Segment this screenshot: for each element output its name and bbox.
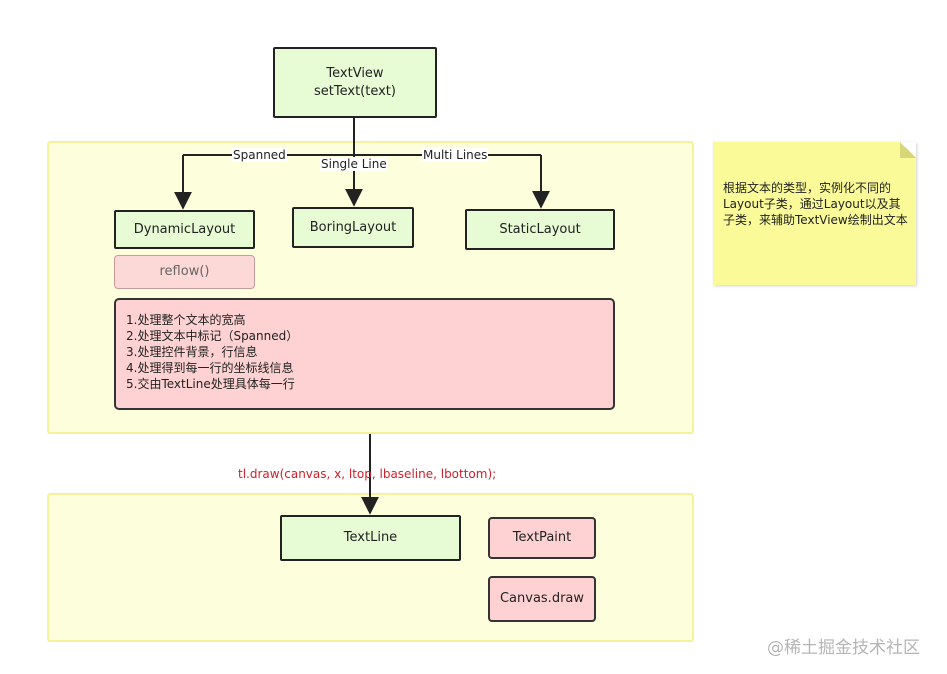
process-step: 2.处理文本中标记（Spanned） [126,329,299,343]
multi-lines-edge-label: Multi Lines [422,148,489,162]
boring-layout-node: BoringLayout [292,207,414,248]
spanned-edge-label: Spanned [232,148,287,162]
draw-call-label: tl.draw(canvas, x, ltop, lbaseline, lbot… [238,467,497,481]
process-step: 3.处理控件背景，行信息 [126,345,258,359]
process-step: 1.处理整个文本的宽高 [126,313,246,327]
single-line-edge-label: Single Line [320,157,388,171]
process-step: 4.处理得到每一行的坐标线信息 [126,361,294,375]
textview-title: TextView [326,65,384,81]
dynamic-layout-node: DynamicLayout [114,210,255,249]
canvas-draw-node: Canvas.draw [488,576,596,622]
watermark: @稀土掘金技术社区 [767,638,920,658]
settext-call: setText(text) [314,83,396,99]
explanation-note: 根据文本的类型，实例化不同的Layout子类，通过Layout以及其子类，来辅助… [713,142,916,285]
textview-node: TextView setText(text) [273,47,437,118]
process-steps-box: 1.处理整个文本的宽高 2.处理文本中标记（Spanned） 3.处理控件背景，… [114,298,615,410]
note-fold-corner [900,142,916,158]
textpaint-node: TextPaint [488,517,596,559]
static-layout-node: StaticLayout [465,209,615,250]
process-step: 5.交由TextLine处理具体每一行 [126,377,295,391]
note-text: 根据文本的类型，实例化不同的Layout子类，通过Layout以及其子类，来辅助… [723,181,908,227]
reflow-node: reflow() [114,255,255,289]
textline-node: TextLine [280,515,461,561]
